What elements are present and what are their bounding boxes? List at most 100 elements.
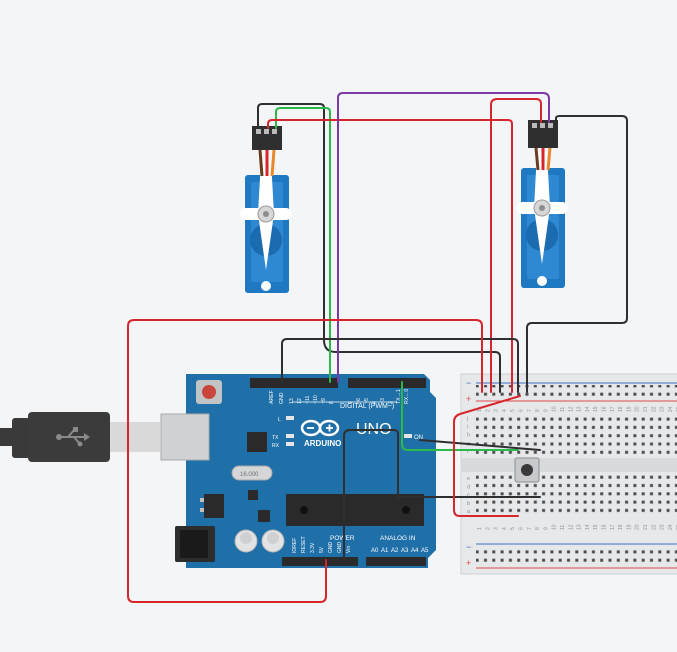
connector-pin <box>272 129 277 134</box>
digital-pin-label: ~10 <box>313 395 319 404</box>
digital-pin-label: RX←0 <box>404 389 410 404</box>
column-number: 13 <box>577 524 583 530</box>
center-channel <box>461 458 677 472</box>
column-number: 23 <box>660 524 666 530</box>
analog-pin-label: A3 <box>401 548 409 554</box>
small-component <box>248 490 258 500</box>
digital-pin-label: 2 <box>388 401 394 404</box>
column-number: 9 <box>543 527 549 530</box>
column-number: 17 <box>610 406 616 412</box>
wire-black[interactable] <box>257 103 501 393</box>
servo-lead-orange <box>270 149 276 177</box>
rail-minus-label: − <box>466 542 471 552</box>
usb-controller-chip <box>247 432 267 452</box>
reset-button[interactable] <box>202 385 216 399</box>
analog-pin-label: A2 <box>391 548 399 554</box>
servo-lead-brown <box>258 149 264 177</box>
digital-label: DIGITAL (PWM~) <box>340 403 394 410</box>
column-number: 6 <box>519 409 525 412</box>
wires[interactable] <box>127 92 628 603</box>
power-header[interactable] <box>282 557 358 566</box>
column-number: 12 <box>568 524 574 530</box>
column-number: 2 <box>485 527 491 530</box>
power-pin-label: 3.3V <box>310 542 316 553</box>
column-number: 10 <box>552 406 558 412</box>
servo-lead-orange <box>546 147 552 171</box>
column-number: 1 <box>477 527 483 530</box>
digital-pin-label: ~6 <box>356 398 362 404</box>
wire-green[interactable] <box>401 381 519 451</box>
connector-pin <box>256 129 261 134</box>
power-pin-label: IOREF <box>292 538 298 553</box>
servo-motor-left[interactable] <box>240 126 292 293</box>
wire-red[interactable] <box>490 98 542 393</box>
digital-header-left[interactable] <box>250 378 338 388</box>
push-button-cap[interactable] <box>521 464 533 476</box>
rail-holes[interactable] <box>476 547 677 565</box>
usb-icon <box>56 427 90 447</box>
column-number: 20 <box>635 524 641 530</box>
servo-shaft-screw <box>263 211 269 217</box>
wire-black[interactable] <box>343 429 541 561</box>
column-number: 10 <box>552 524 558 530</box>
power-pin-label: 5V <box>319 546 325 553</box>
servo-mount-hole <box>261 281 271 291</box>
wire-black[interactable] <box>281 338 519 393</box>
row-letter: j <box>466 416 468 422</box>
wire-red[interactable] <box>127 319 483 603</box>
servo-motor-right[interactable] <box>516 120 568 288</box>
led-on-label: ON <box>414 435 423 441</box>
terminal-strip-bottom[interactable] <box>476 474 677 516</box>
digital-pin-label: GND <box>279 392 285 404</box>
column-number: 5 <box>510 409 516 412</box>
wire-red[interactable] <box>453 395 521 517</box>
connector-pin <box>532 123 537 128</box>
power-pin-label: Vin <box>346 546 352 553</box>
digital-pin-label: 12 <box>297 398 303 404</box>
column-number: 21 <box>643 524 649 530</box>
column-number: 2 <box>485 409 491 412</box>
analog-header[interactable] <box>366 557 426 566</box>
column-number: 9 <box>543 409 549 412</box>
servo-mount-hole <box>537 276 547 286</box>
digital-header-right[interactable] <box>348 378 426 388</box>
connector-pin <box>548 123 553 128</box>
column-number: 22 <box>651 524 657 530</box>
column-number: 1 <box>477 409 483 412</box>
usb-cable[interactable] <box>0 412 160 462</box>
digital-pin-label: AREF <box>269 390 275 404</box>
wire-green[interactable] <box>275 107 331 383</box>
wire-red[interactable] <box>267 119 513 393</box>
rail-plus-label: + <box>466 558 471 568</box>
column-numbers-bottom: 1234567891011121314151617181920212223242… <box>477 524 677 530</box>
column-number: 8 <box>535 527 541 530</box>
push-button[interactable] <box>514 457 540 483</box>
column-number: 7 <box>527 409 533 412</box>
column-number: 16 <box>602 406 608 412</box>
digital-pin-label: ~9 <box>321 398 327 404</box>
led-rx-label: RX <box>272 443 280 449</box>
small-chip <box>258 510 270 522</box>
wire-black[interactable] <box>419 439 541 451</box>
column-number: 19 <box>626 524 632 530</box>
connector-pin <box>540 123 545 128</box>
column-number: 21 <box>643 406 649 412</box>
column-number: 24 <box>668 406 674 412</box>
column-number: 20 <box>635 406 641 412</box>
rail-holes[interactable] <box>476 385 677 399</box>
usb-b-port[interactable] <box>160 413 210 461</box>
column-number: 3 <box>494 409 500 412</box>
wire-purple[interactable] <box>337 92 550 383</box>
connector-pin <box>264 129 269 134</box>
column-number: 14 <box>585 406 591 412</box>
rail-plus-label: + <box>466 394 471 404</box>
digital-pin-label: TX→1 <box>396 389 402 404</box>
row-letter: h <box>467 433 470 439</box>
wire-black[interactable] <box>526 115 628 393</box>
bottom-power-rail[interactable]: − + <box>466 542 677 569</box>
column-number: 18 <box>618 406 624 412</box>
column-number: 22 <box>651 406 657 412</box>
